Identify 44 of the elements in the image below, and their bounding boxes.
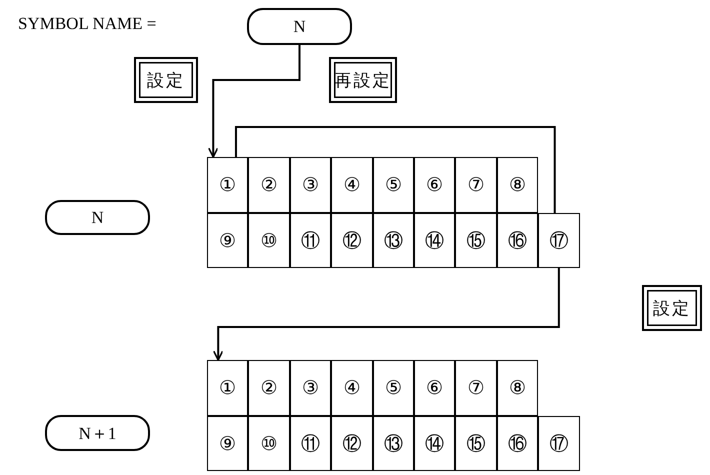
register-cell: ⑯ — [496, 416, 538, 471]
register-cell: ⑤ — [372, 360, 414, 416]
register-cell: ① — [207, 360, 248, 416]
register-cell: ⑮ — [455, 416, 497, 471]
register-cell: ④ — [331, 157, 373, 213]
arrow — [212, 268, 560, 361]
register-cell: ⑫ — [331, 213, 373, 268]
register-cell: ⑯ — [496, 213, 538, 268]
register-cell: ⑨ — [207, 416, 248, 471]
register-cell: ⑦ — [455, 157, 497, 213]
register-cell: ⑨ — [207, 213, 248, 268]
register-cell: ⑦ — [455, 360, 497, 416]
register-cell: ⑰ — [538, 416, 580, 471]
terminal-box: N — [247, 8, 352, 45]
register-cell: ⑫ — [331, 416, 373, 471]
register-cell: ⑩ — [248, 416, 290, 471]
connector-line — [234, 126, 556, 213]
terminal-box: N＋1 — [45, 415, 150, 451]
register-cell: ⑥ — [414, 157, 456, 213]
register-cell: ⑥ — [414, 360, 456, 416]
symbol-name-label: SYMBOL NAME = — [18, 14, 156, 34]
register-cell: ② — [248, 360, 290, 416]
register-cell: ⑰ — [538, 213, 580, 268]
button-box: 再設定 — [329, 57, 397, 103]
register-cell: ⑤ — [372, 157, 414, 213]
register-cell: ⑬ — [372, 213, 414, 268]
register-cell: ② — [248, 157, 290, 213]
register-cell: ③ — [290, 360, 332, 416]
register-cell: ⑭ — [414, 213, 456, 268]
button-box: 設定 — [134, 57, 198, 103]
register-cell: ⑪ — [290, 213, 332, 268]
register-cell: ⑧ — [496, 360, 538, 416]
register-cell: ⑭ — [414, 416, 456, 471]
register-cell: ⑩ — [248, 213, 290, 268]
button-box: 設定 — [642, 285, 702, 331]
register-cell: ③ — [290, 157, 332, 213]
register-cell: ⑧ — [496, 157, 538, 213]
register-cell: ⑮ — [455, 213, 497, 268]
register-cell: ⑬ — [372, 416, 414, 471]
arrow — [208, 45, 300, 158]
register-cell: ⑪ — [290, 416, 332, 471]
register-cell: ① — [207, 157, 248, 213]
terminal-box: N — [45, 200, 150, 235]
register-cell: ④ — [331, 360, 373, 416]
